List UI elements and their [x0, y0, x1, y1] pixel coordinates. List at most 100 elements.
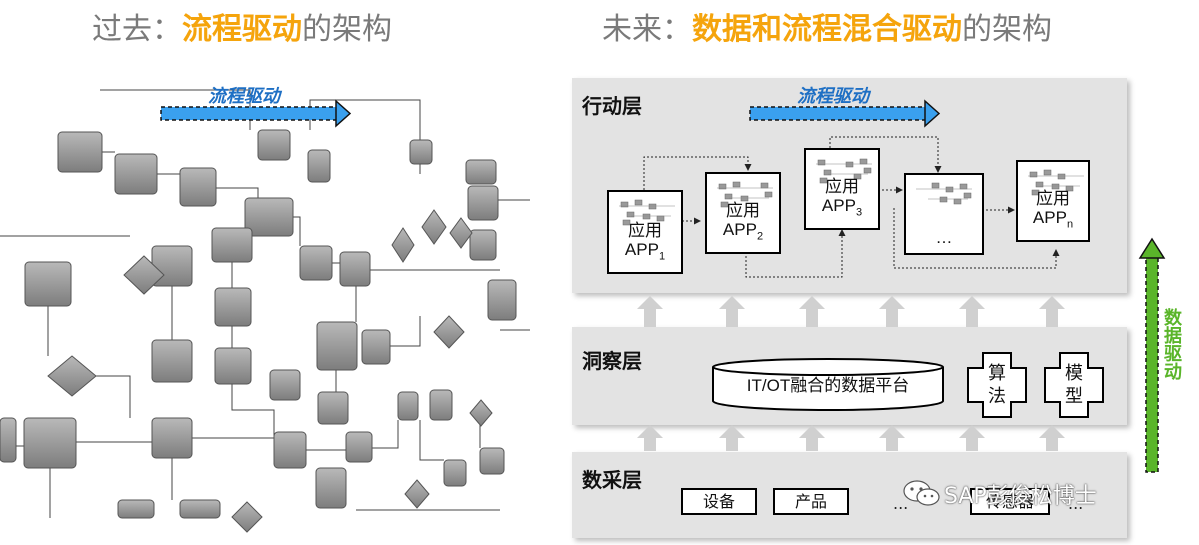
wechat-icon: [903, 480, 940, 506]
flowchart-process-node-4: [257, 129, 291, 161]
device-ellipsis-1: ...: [893, 494, 909, 513]
arrow-right-icon: [335, 99, 352, 128]
heading-left-suffix: 的架构: [302, 12, 392, 47]
flowchart-process-node-33: [465, 159, 497, 185]
flowchart-decision-node-1: [123, 255, 165, 295]
left-flow-arrow-body: [160, 106, 338, 121]
right-flow-arrow: [749, 99, 941, 128]
thumbnail-node-5: [1035, 181, 1044, 188]
app-3-sub: 3: [855, 206, 863, 218]
layer-up-arrows: [637, 296, 1065, 451]
thumbnail-connector: [816, 163, 872, 175]
app-2-thumbnail: [717, 181, 773, 208]
app-1-thumbnail: [619, 199, 675, 226]
thumbnail-node-1: [817, 159, 826, 166]
flowchart-process-node-21: [151, 417, 193, 459]
app-connectors: [643, 136, 1060, 278]
thumbnail-node-2: [1043, 169, 1052, 176]
flowchart-connector-6: [292, 216, 301, 246]
thumbnail-node-8: [863, 167, 872, 174]
thumbnail-node-8: [963, 192, 972, 199]
arrow-up-icon-action-1: [637, 296, 663, 327]
app-2-sub: 2: [756, 230, 764, 242]
heading-left: 过去：流程驱动的架构: [92, 10, 392, 50]
device-sensor: 传感器: [970, 488, 1050, 515]
flowchart-process-node-6: [244, 197, 294, 237]
app-3-line1: 应用: [825, 176, 859, 196]
flowchart-process-node-31: [179, 499, 221, 519]
arrow-up-icon-action-5: [959, 296, 985, 327]
arrow-up-icon: [1138, 237, 1166, 259]
data-platform-label: IT/OT融合的数据平台: [746, 376, 910, 395]
thumbnail-node-4: [959, 183, 968, 190]
flowchart-process-node-5: [307, 149, 331, 183]
heading-right-accent: 数据和流程混合驱动: [692, 12, 962, 47]
algorithm-char-2: 法: [988, 386, 1006, 407]
heading-right-prefix: 未来：: [602, 12, 692, 47]
thumbnail-node-6: [939, 196, 948, 203]
thumbnail-node-6: [642, 213, 651, 220]
heading-right-suffix: 的架构: [962, 12, 1052, 47]
flowchart-decision-node-3: [421, 209, 447, 245]
model-box: 模型: [1044, 352, 1104, 418]
flowchart-process-node-19: [361, 329, 391, 365]
device-ellipsis-2: ...: [1068, 494, 1084, 513]
arrow-up-icon-insight-2: [719, 425, 745, 451]
arrow-up-icon-insight-4: [879, 425, 905, 451]
watermark-text: SAP彭俊松博士: [944, 484, 1097, 509]
flowchart-process-node-11: [339, 251, 371, 287]
data-platform: IT/OT融合的数据平台: [711, 357, 945, 413]
app-2-line2: APP: [722, 219, 757, 239]
app-2-line1: 应用: [726, 200, 760, 220]
arrow-up-icon-insight-6: [1039, 425, 1065, 451]
arrow-right-icon: [924, 99, 941, 128]
thumbnail-node-2: [634, 199, 643, 206]
heading-right: 未来：数据和流程混合驱动的架构: [602, 10, 1052, 50]
algorithm-cross-shape: [967, 352, 1027, 418]
flowchart-process-node-18: [316, 321, 358, 371]
data-drive-arrow-body: [1145, 255, 1159, 473]
flowchart-process-node-17: [214, 347, 252, 385]
app-n-line1: 应用: [1036, 188, 1070, 208]
thumbnail-node-9: [720, 201, 729, 208]
thumbnail-node-9: [819, 177, 828, 184]
flowchart-process-node-30: [117, 499, 155, 519]
model-cross-shape: [1044, 352, 1104, 418]
flowchart-process-node-10: [299, 245, 333, 281]
algorithm-label: 算法: [967, 362, 1027, 408]
app-dots-thumbnail: [916, 182, 972, 205]
flowchart-process-node-15: [214, 287, 252, 327]
arrow-up-icon-action-4: [879, 296, 905, 327]
thumbnail-node-1: [1029, 171, 1038, 178]
flowchart-process-node-24: [429, 389, 453, 421]
thumbnail-node-5: [724, 193, 733, 200]
app-3-line2: APP: [821, 195, 856, 215]
flowchart-process-node-34: [487, 279, 517, 321]
device-product: 产品: [773, 488, 849, 515]
arrow-up-icon-insight-1: [637, 425, 663, 451]
thumbnail-node-9: [1031, 189, 1040, 196]
flowchart-process-node-2: [114, 153, 158, 195]
flowchart-process-node-22: [317, 391, 349, 425]
thumbnail-node-4: [859, 158, 868, 165]
flowchart-decision-node-5: [391, 227, 415, 263]
flowchart-decision-node-4: [449, 217, 473, 249]
algorithm-box: 算法: [967, 352, 1027, 418]
thumbnail-node-6: [1051, 183, 1060, 190]
thumbnail-node-3: [1057, 173, 1066, 180]
flowchart-process-node-16: [151, 339, 193, 383]
flowchart-connector-16: [390, 316, 421, 347]
app-n-thumbnail: [1028, 169, 1084, 196]
app-1-line1: 应用: [628, 220, 662, 240]
app-1-line2: APP: [624, 239, 659, 259]
thumbnail-connector: [916, 188, 972, 200]
flowchart-process-node-23: [397, 391, 419, 421]
app-dots: …: [904, 173, 984, 255]
connector-app1-app2-top: [643, 156, 752, 190]
thumbnail-node-3: [945, 186, 954, 193]
flowchart-process-node-27: [443, 459, 467, 487]
